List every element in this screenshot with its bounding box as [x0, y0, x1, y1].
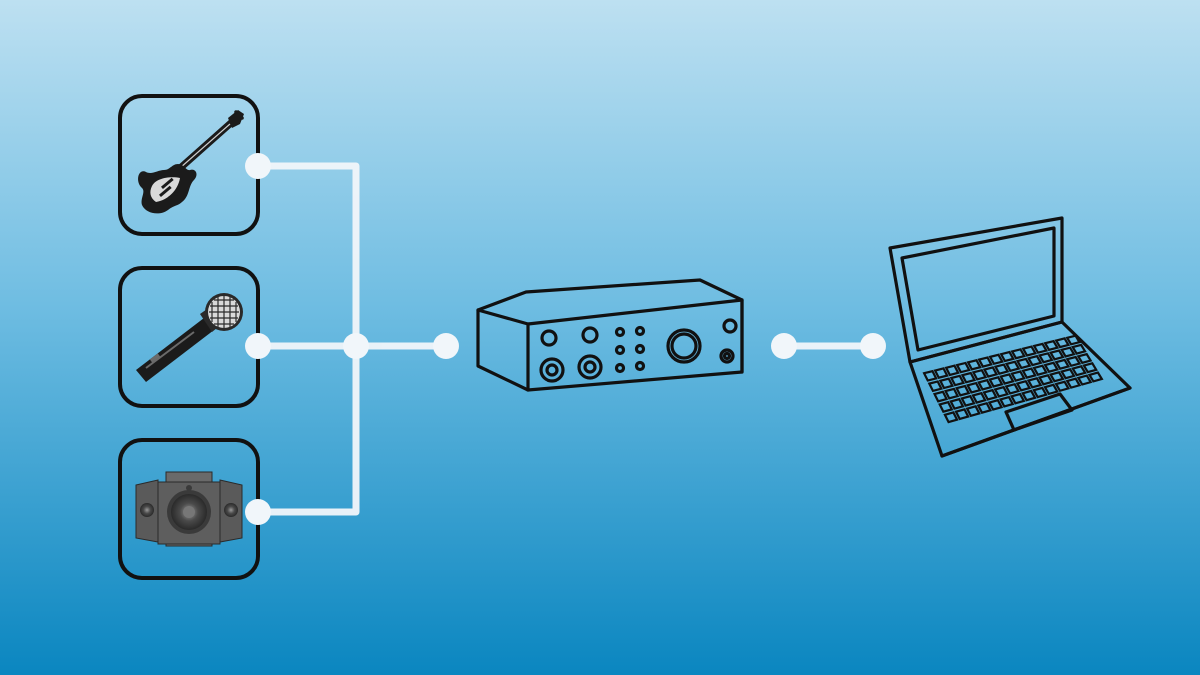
keyboard-key: [1004, 382, 1021, 395]
keyboard-key: [1037, 373, 1054, 386]
keyboard-key: [1043, 383, 1059, 396]
keyboard-key: [1026, 376, 1043, 389]
keyboard-key: [1004, 360, 1021, 373]
keyboard-key: [1087, 371, 1104, 383]
audio-interface-icon: [476, 278, 744, 392]
keyboard-key: [938, 400, 954, 413]
keyboard-key: [960, 371, 977, 384]
keyboard-key: [1082, 362, 1098, 374]
keyboard-key: [1021, 367, 1037, 379]
node-microphone-output: [245, 333, 271, 359]
keyboard-key: [988, 353, 1004, 366]
keyboard-key: [949, 397, 965, 410]
keyboard-key: [1032, 364, 1048, 376]
keyboard-key: [943, 387, 960, 400]
keyboard-key: [998, 395, 1015, 408]
keyboard-key: [1065, 377, 1082, 389]
node-interface-input: [433, 333, 459, 359]
keyboard-key: [1048, 349, 1065, 361]
guitar-icon: [138, 110, 244, 214]
keyboard-key: [999, 350, 1015, 363]
keyboard-key: [1060, 346, 1076, 358]
node-guitar-output: [245, 153, 271, 179]
speaker-icon: [135, 471, 243, 547]
keyboard-key: [944, 364, 960, 377]
keyboard-key: [965, 405, 981, 418]
keyboard-key: [1026, 354, 1043, 367]
keyboard-key: [993, 385, 1009, 398]
keyboard-key: [976, 401, 993, 414]
keyboard-key: [1065, 355, 1082, 368]
keyboard-key: [1065, 334, 1082, 346]
keyboard-key: [977, 356, 993, 368]
keyboard-key: [977, 378, 993, 391]
keyboard-key: [1076, 374, 1093, 386]
keyboard-key: [987, 398, 1004, 411]
microphone-icon: [136, 293, 243, 382]
keyboard-key: [1043, 361, 1060, 373]
keyboard-key: [1015, 357, 1032, 370]
node-speaker-output: [245, 499, 271, 525]
connector-speaker: [254, 342, 360, 516]
keyboard-key: [927, 380, 943, 393]
keyboard-key: [955, 361, 971, 374]
connection-nodes: [245, 153, 886, 525]
node-junction: [343, 333, 369, 359]
keyboard-key: [1071, 343, 1087, 355]
keyboard-key: [949, 374, 966, 387]
keyboard-key: [932, 390, 949, 403]
tile-speaker-system: [118, 438, 260, 580]
keyboard-key: [1048, 371, 1065, 383]
keyboard-key: [1021, 389, 1037, 402]
keyboard-key: [982, 388, 998, 401]
laptop-icon: [888, 216, 1132, 458]
tile-microphone: [118, 266, 260, 408]
keyboard-key: [1021, 345, 1038, 357]
keyboard-key: [993, 363, 1010, 375]
keyboard-key: [955, 384, 971, 397]
keyboard-key: [971, 368, 988, 381]
keyboard-key: [943, 411, 959, 424]
keyboard-key: [971, 391, 987, 404]
keyboard-key: [954, 408, 970, 421]
keyboard-key: [1076, 352, 1093, 365]
keyboard-key: [999, 373, 1015, 385]
keyboard-key: [1010, 370, 1026, 382]
keyboard-key: [960, 394, 976, 407]
keyboard-key: [1071, 365, 1087, 377]
keyboard-key: [1054, 337, 1071, 349]
keyboard-key: [966, 381, 982, 394]
keyboard-key: [1032, 386, 1048, 399]
keyboard-key: [966, 358, 982, 371]
keyboard-key: [922, 369, 938, 382]
tile-electric-guitar: [118, 94, 260, 236]
connector-guitar: [254, 162, 360, 350]
keyboard-key: [982, 366, 999, 378]
keyboard-key: [1060, 368, 1076, 380]
node-interface-output: [771, 333, 797, 359]
keyboard-key: [1010, 348, 1026, 360]
keyboard-key: [933, 367, 949, 379]
keyboard-key: [1043, 339, 1060, 352]
keyboard-key: [1010, 392, 1026, 405]
laptop-touchpad: [1004, 392, 1074, 432]
laptop-keyboard: [922, 334, 1104, 424]
keyboard-key: [938, 377, 955, 390]
node-laptop-input: [860, 333, 886, 359]
keyboard-key: [1054, 380, 1071, 393]
keyboard-key: [988, 376, 1004, 388]
keyboard-key: [1037, 352, 1054, 364]
keyboard-key: [1015, 379, 1032, 392]
keyboard-key: [1032, 342, 1049, 354]
keyboard-key: [1054, 358, 1071, 371]
